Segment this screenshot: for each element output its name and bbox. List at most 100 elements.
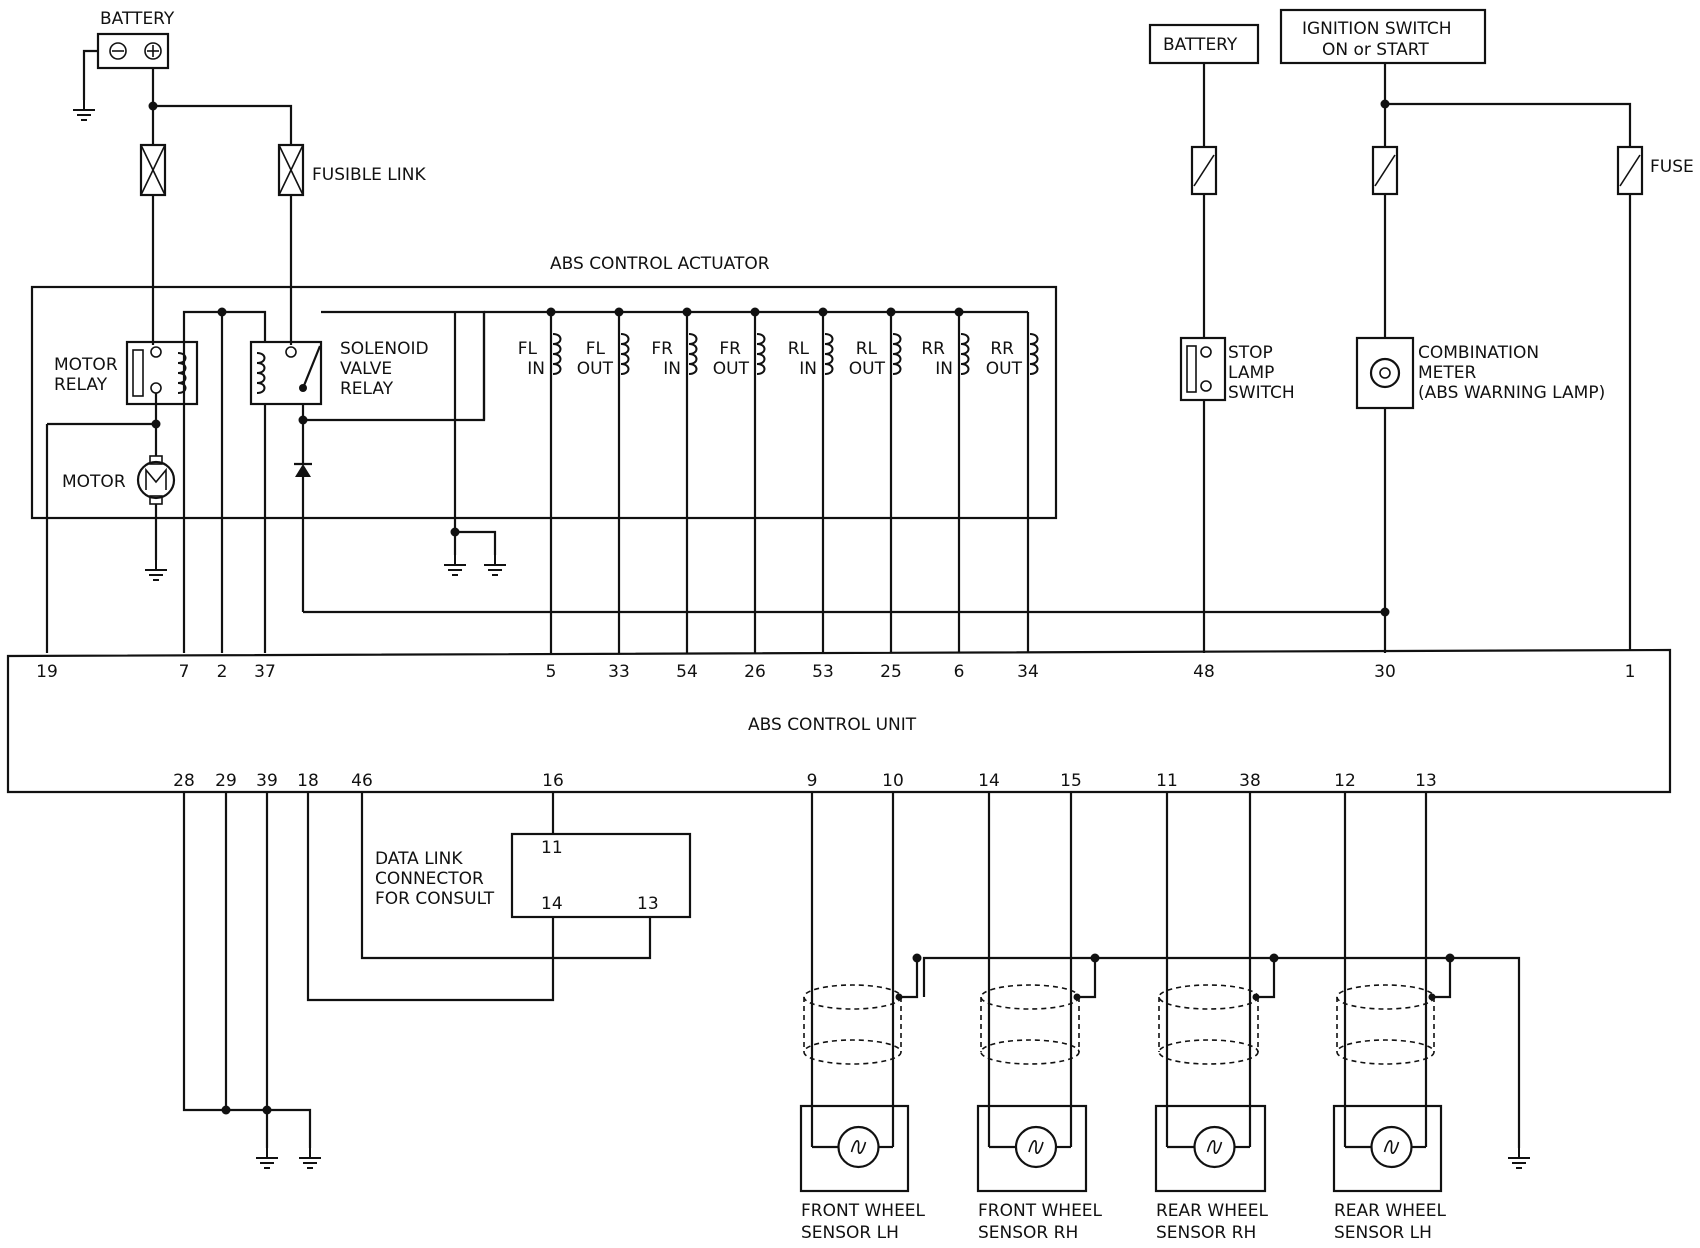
battery-right: BATTERY bbox=[1148, 23, 1260, 338]
ground-icon bbox=[72, 99, 96, 121]
pin-37: 37 bbox=[254, 662, 276, 682]
battery-plus-icon bbox=[144, 42, 162, 60]
ground-icon bbox=[1507, 1147, 1531, 1169]
coil-icon bbox=[824, 333, 834, 375]
pin-14: 14 bbox=[978, 771, 1000, 791]
solenoid-label-2: VALVE bbox=[340, 359, 392, 379]
meter-label-2: METER bbox=[1418, 363, 1477, 383]
valve-label-line1: FL bbox=[518, 339, 538, 359]
valve-label-line1: RL bbox=[856, 339, 878, 359]
dlc-label-3: FOR CONSULT bbox=[375, 889, 495, 909]
coil-icon bbox=[756, 333, 766, 375]
motor: MOTOR bbox=[62, 424, 176, 581]
dlc-pin-11: 11 bbox=[541, 838, 563, 858]
fusible-link-label: FUSIBLE LINK bbox=[312, 165, 427, 185]
sensor-label-line1: REAR WHEEL bbox=[1156, 1201, 1268, 1221]
data-link-connector: 11 14 13 DATA LINK CONNECTOR FOR CONSULT bbox=[306, 792, 692, 1002]
motor-relay-label-1: MOTOR bbox=[54, 355, 118, 375]
pin-39: 39 bbox=[256, 771, 278, 791]
dlc-label-2: CONNECTOR bbox=[375, 869, 484, 889]
battery-feed-wires: FUSIBLE LINK bbox=[139, 68, 427, 345]
battery-minus-icon bbox=[109, 42, 127, 60]
stop-lamp-switch: STOP LAMP SWITCH bbox=[1179, 336, 1295, 653]
valve-label-line2: IN bbox=[663, 359, 681, 379]
solenoid-valve-relay: SOLENOID VALVE RELAY bbox=[249, 310, 486, 612]
valve-label-line2: IN bbox=[527, 359, 545, 379]
coil-icon bbox=[620, 333, 630, 375]
abs-control-actuator: ABS CONTROL ACTUATOR MOTOR RELAY MOTOR bbox=[30, 254, 1058, 653]
unit-ground-wires bbox=[182, 792, 322, 1169]
pin-29: 29 bbox=[215, 771, 237, 791]
pin-54: 54 bbox=[676, 662, 698, 682]
pin-19: 19 bbox=[36, 662, 58, 682]
valve-label-line2: OUT bbox=[713, 359, 750, 379]
valve-label-line1: RR bbox=[921, 339, 945, 359]
pin-12: 12 bbox=[1334, 771, 1356, 791]
pin-16: 16 bbox=[542, 771, 564, 791]
ground-icon bbox=[483, 554, 507, 576]
battery-right-label: BATTERY bbox=[1163, 35, 1238, 55]
valve-label-line2: OUT bbox=[849, 359, 886, 379]
sensor-icon bbox=[837, 1125, 880, 1169]
pin-7: 7 bbox=[179, 662, 190, 682]
pin-5: 5 bbox=[546, 662, 557, 682]
pin-33: 33 bbox=[608, 662, 630, 682]
valve-label-line2: OUT bbox=[577, 359, 614, 379]
stop-label-3: SWITCH bbox=[1228, 383, 1295, 403]
pin-11: 11 bbox=[1156, 771, 1178, 791]
valve-label-line1: FR bbox=[651, 339, 673, 359]
motor-icon bbox=[136, 460, 176, 500]
coil-icon bbox=[1029, 333, 1039, 375]
abs-unit-label: ABS CONTROL UNIT bbox=[748, 715, 917, 735]
fuse-label: FUSE bbox=[1650, 157, 1694, 177]
coil-icon bbox=[960, 333, 970, 375]
valve-label-line1: FR bbox=[719, 339, 741, 359]
pin-13: 13 bbox=[1415, 771, 1437, 791]
pin-10: 10 bbox=[882, 771, 904, 791]
solenoid-label-3: RELAY bbox=[340, 379, 394, 399]
sensor-label-line2: SENSOR LH bbox=[1334, 1223, 1432, 1243]
valve-label-line2: OUT bbox=[986, 359, 1023, 379]
dlc-pin-14: 14 bbox=[541, 894, 563, 914]
pin-18: 18 bbox=[297, 771, 319, 791]
sensor-icon bbox=[1193, 1125, 1236, 1169]
pin-38: 38 bbox=[1239, 771, 1261, 791]
dlc-label-1: DATA LINK bbox=[375, 849, 463, 869]
pin-25: 25 bbox=[880, 662, 902, 682]
motor-relay: MOTOR RELAY bbox=[54, 340, 199, 429]
abs-control-unit: ABS CONTROL UNIT bbox=[6, 648, 1672, 794]
solenoid-label-1: SOLENOID bbox=[340, 339, 429, 359]
sensor-label-line2: SENSOR LH bbox=[801, 1223, 899, 1243]
pin-2: 2 bbox=[217, 662, 228, 682]
sensor-icon bbox=[1014, 1125, 1058, 1169]
pin-1: 1 bbox=[1625, 662, 1636, 682]
coil-icon bbox=[552, 333, 562, 375]
stop-label-1: STOP bbox=[1228, 343, 1273, 363]
warning-lamp-icon bbox=[1369, 357, 1401, 389]
pin-30: 30 bbox=[1374, 662, 1396, 682]
sensor-label-line1: FRONT WHEEL bbox=[978, 1201, 1103, 1221]
diode-icon bbox=[295, 464, 311, 477]
motor-relay-label-2: RELAY bbox=[54, 375, 108, 395]
meter-label-1: COMBINATION bbox=[1418, 343, 1539, 363]
ground-icon bbox=[255, 1147, 279, 1169]
battery-left-label: BATTERY bbox=[100, 9, 175, 29]
pin-26: 26 bbox=[744, 662, 766, 682]
sensor-label-line1: FRONT WHEEL bbox=[801, 1201, 926, 1221]
coil-icon bbox=[892, 333, 902, 375]
ground-icon bbox=[298, 1147, 322, 1169]
sensor-label-line1: REAR WHEEL bbox=[1334, 1201, 1446, 1221]
